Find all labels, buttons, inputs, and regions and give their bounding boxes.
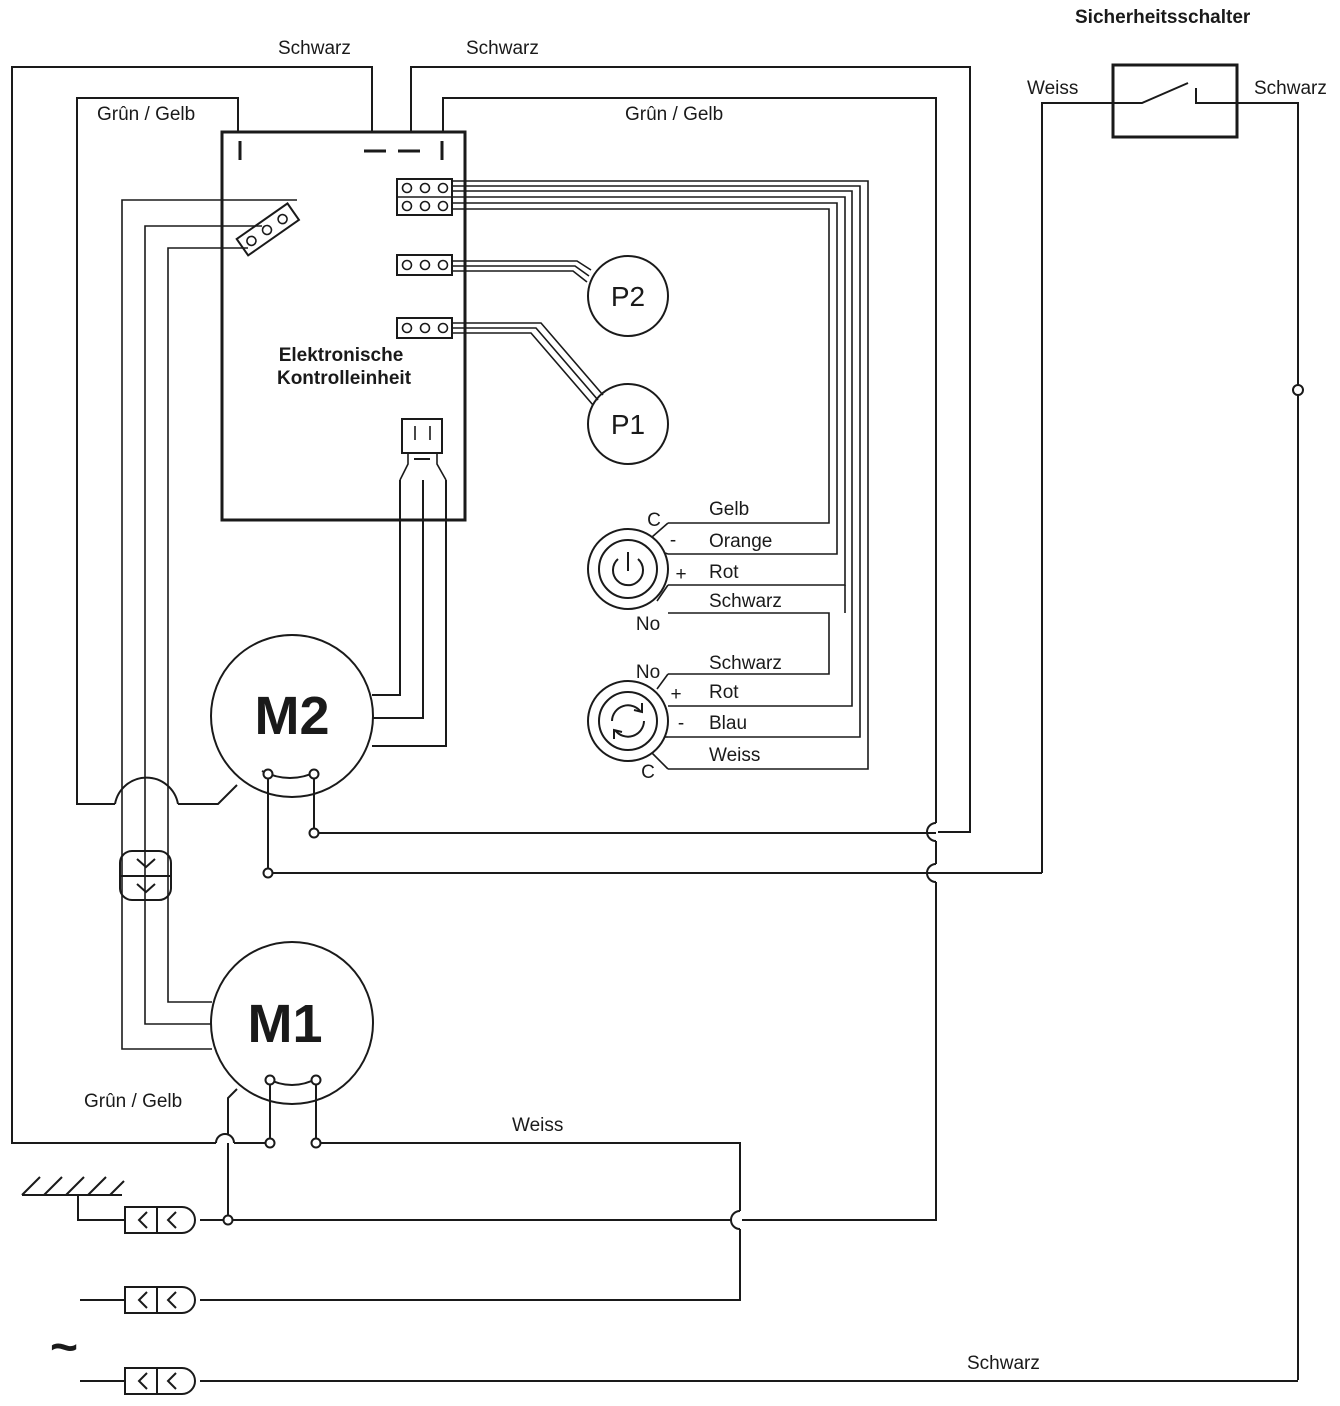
control-unit: Elektronische Kontrolleinheit — [220, 130, 467, 522]
rotate-button: No C + - Schwarz Rot Blau Weiss — [587, 653, 782, 783]
p1-sensor: P1 — [452, 322, 669, 465]
control-unit-label-line1: Elektronische — [279, 345, 404, 366]
rotate-wire-rot: Rot — [709, 682, 739, 703]
safety-switch — [1041, 63, 1304, 1380]
switch-icon — [1111, 63, 1239, 139]
rotate-sign-minus: - — [678, 713, 684, 734]
power-icon — [612, 552, 644, 587]
power-wire-schwarz: Schwarz — [709, 591, 782, 612]
power-terminal-no: No — [636, 614, 660, 635]
power-button: C No - + Gelb Orange Rot Schwarz — [587, 499, 782, 635]
motor-cable — [119, 199, 297, 1050]
rotate-wire-schwarz: Schwarz — [709, 653, 782, 674]
rotate-icon — [611, 703, 645, 739]
motor-m1: M1 — [210, 941, 374, 1143]
label-schwarz-top-left: Schwarz — [278, 38, 351, 59]
label-weiss-bottom: Weiss — [512, 1115, 563, 1136]
rotate-terminal-c: C — [641, 762, 655, 783]
label-safety-switch: Sicherheitsschalter — [1075, 7, 1251, 28]
m2-label: M2 — [254, 686, 329, 746]
rotate-terminal-no: No — [636, 662, 660, 683]
power-wire-rot: Rot — [709, 562, 739, 583]
ground-icon — [21, 1176, 125, 1221]
phase-connector — [80, 1367, 1298, 1395]
power-wire-gelb: Gelb — [709, 499, 749, 520]
motor-m2: M2 — [210, 480, 447, 873]
rotate-wire-blau: Blau — [709, 713, 747, 734]
m1-label: M1 — [247, 994, 322, 1054]
neutral-connector — [80, 1286, 196, 1314]
label-schwarz-top-right: Schwarz — [466, 38, 539, 59]
p2-sensor: P2 — [452, 255, 669, 337]
rotate-wire-weiss: Weiss — [709, 745, 760, 766]
label-gruen-gelb-left: Grûn / Gelb — [97, 104, 195, 125]
p2-label: P2 — [611, 281, 645, 312]
m2-supply-lines — [262, 827, 1042, 879]
p1-label: P1 — [611, 409, 645, 440]
control-unit-label-line2: Kontrolleinheit — [277, 368, 412, 389]
label-schwarz-bottom: Schwarz — [967, 1353, 1040, 1374]
label-gruen-gelb-bottom: Grûn / Gelb — [84, 1091, 182, 1112]
rotate-sign-plus: + — [670, 684, 681, 705]
label-switch-schwarz: Schwarz — [1254, 78, 1327, 99]
button-wire-bundle — [452, 180, 869, 770]
outer-wiring — [11, 66, 971, 1221]
label-switch-weiss: Weiss — [1027, 78, 1078, 99]
ground-connector — [21, 1176, 196, 1234]
power-sign-minus: - — [670, 530, 676, 551]
ac-symbol: ~ — [50, 1321, 78, 1374]
m1-supply-lines — [200, 1133, 741, 1301]
wire-labels: Schwarz Schwarz Grûn / Gelb Grûn / Gelb … — [50, 7, 1327, 1374]
power-wire-orange: Orange — [709, 531, 772, 552]
label-gruen-gelb-right: Grûn / Gelb — [625, 104, 723, 125]
power-sign-plus: + — [675, 564, 686, 585]
power-terminal-c: C — [647, 510, 661, 531]
